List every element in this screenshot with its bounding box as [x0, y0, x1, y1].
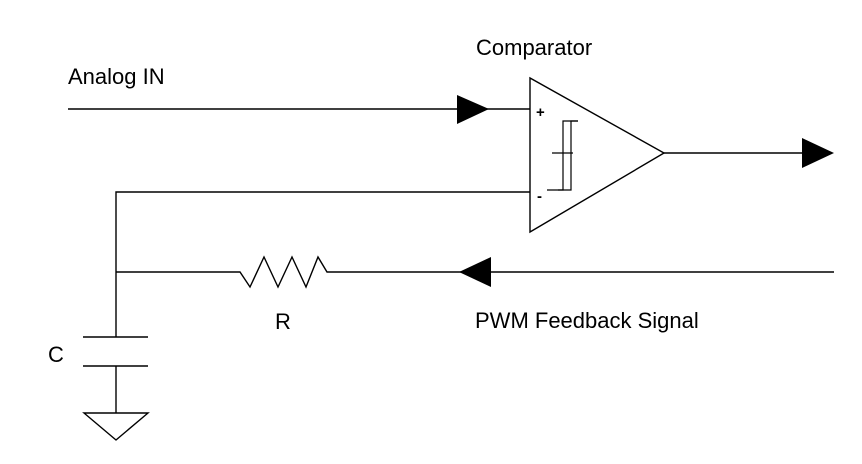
output-arrow [802, 138, 834, 168]
comparator-label: Comparator [476, 35, 592, 60]
minus-pin-label: - [537, 188, 542, 205]
plus-pin-label: + [536, 104, 545, 121]
resistor-symbol [233, 255, 333, 289]
resistor-label: R [275, 309, 291, 334]
minus-input-wire [115, 191, 530, 337]
pwm-feedback-arrow [459, 257, 491, 287]
pwm-feedback-label: PWM Feedback Signal [475, 308, 699, 333]
ground-icon [82, 412, 150, 441]
analog-in-label: Analog IN [68, 64, 165, 89]
hysteresis-symbol [547, 120, 578, 191]
comparator-triangle [529, 76, 666, 234]
capacitor-label: C [48, 342, 64, 367]
analog-in-arrow [457, 95, 489, 124]
